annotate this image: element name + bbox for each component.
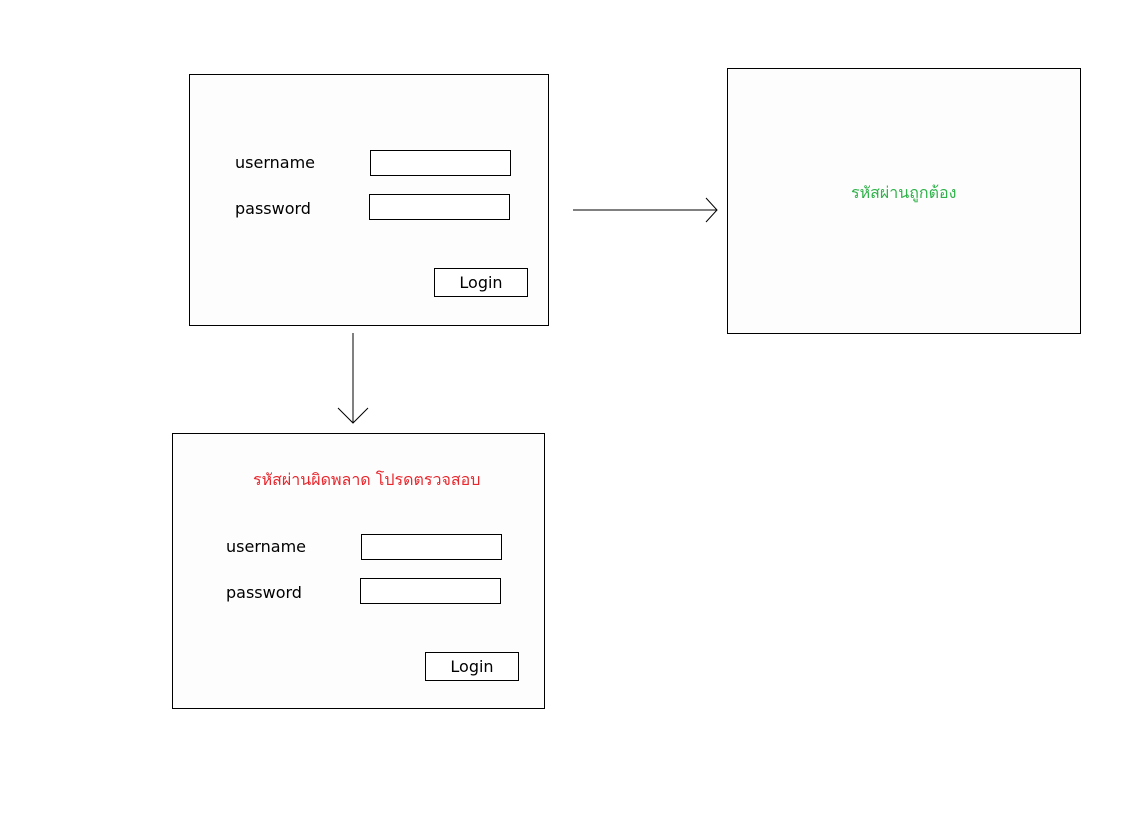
- success-panel: รหัสผ่านถูกต้อง: [727, 68, 1081, 334]
- error-username-field[interactable]: [361, 534, 502, 560]
- arrow-down-to-error: [337, 333, 369, 424]
- password-field[interactable]: [369, 194, 510, 220]
- error-message: รหัสผ่านผิดพลาด โปรดตรวจสอบ: [253, 470, 481, 489]
- password-label: password: [235, 199, 311, 218]
- error-password-field[interactable]: [360, 578, 501, 604]
- error-username-label: username: [226, 537, 306, 556]
- error-panel: รหัสผ่านผิดพลาด โปรดตรวจสอบ username pas…: [172, 433, 545, 709]
- username-label: username: [235, 153, 315, 172]
- success-message: รหัสผ่านถูกต้อง: [851, 183, 957, 202]
- error-password-label: password: [226, 583, 302, 602]
- error-login-button[interactable]: Login: [425, 652, 519, 681]
- arrow-right-to-success: [573, 197, 718, 223]
- login-button[interactable]: Login: [434, 268, 528, 297]
- username-field[interactable]: [370, 150, 511, 176]
- login-panel: username password Login: [189, 74, 549, 326]
